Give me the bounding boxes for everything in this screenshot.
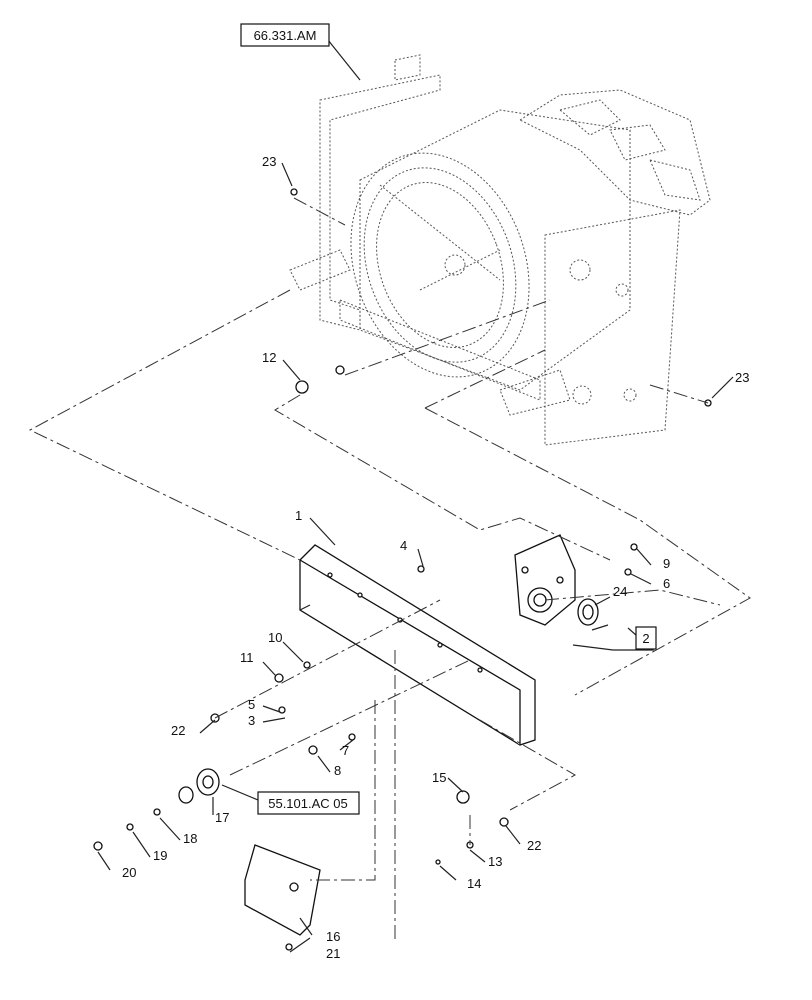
callout-3: 3 — [248, 713, 255, 728]
callout-4: 4 — [400, 538, 407, 553]
callout-14: 14 — [467, 876, 481, 891]
reference-box-top[interactable]: 66.331.AM — [240, 23, 330, 47]
callout-20: 20 — [122, 865, 136, 880]
callout-labels: 1 3 4 5 6 7 8 9 10 11 12 13 14 15 16 17 … — [122, 154, 749, 961]
bearing-housing — [514, 534, 576, 626]
callout-1: 1 — [295, 508, 302, 523]
main-frame-bar — [299, 544, 536, 746]
kit-label: 2 — [642, 631, 649, 646]
reference-label-mid: 55.101.AC 05 — [268, 796, 348, 811]
small-hardware — [93, 188, 712, 951]
pulley-17 — [178, 768, 220, 804]
callout-9: 9 — [663, 556, 670, 571]
callout-7: 7 — [342, 743, 349, 758]
callout-23-top: 23 — [262, 154, 276, 169]
callout-8: 8 — [334, 763, 341, 778]
callout-11: 11 — [240, 650, 254, 665]
callout-6: 6 — [663, 576, 670, 591]
reference-label-top: 66.331.AM — [254, 28, 317, 43]
bearing-24 — [577, 598, 599, 626]
center-lines — [28, 197, 751, 940]
callout-23-right: 23 — [735, 370, 749, 385]
callout-13: 13 — [488, 854, 502, 869]
callout-22-left: 22 — [171, 723, 185, 738]
leader-lines — [97, 39, 734, 953]
callout-24: 24 — [613, 584, 627, 599]
callout-15: 15 — [432, 770, 446, 785]
callout-19: 19 — [153, 848, 167, 863]
callout-12: 12 — [262, 350, 276, 365]
callout-21: 21 — [326, 946, 340, 961]
callout-22-right: 22 — [527, 838, 541, 853]
kit-box[interactable]: 2 — [635, 626, 657, 650]
reference-box-mid[interactable]: 55.101.AC 05 — [257, 791, 360, 815]
callout-16: 16 — [326, 929, 340, 944]
callout-17: 17 — [215, 810, 229, 825]
callout-18: 18 — [183, 831, 197, 846]
callout-5: 5 — [248, 697, 255, 712]
reference-housing-assembly — [289, 54, 711, 446]
callout-10: 10 — [268, 630, 282, 645]
shield-plate-16 — [244, 844, 321, 936]
